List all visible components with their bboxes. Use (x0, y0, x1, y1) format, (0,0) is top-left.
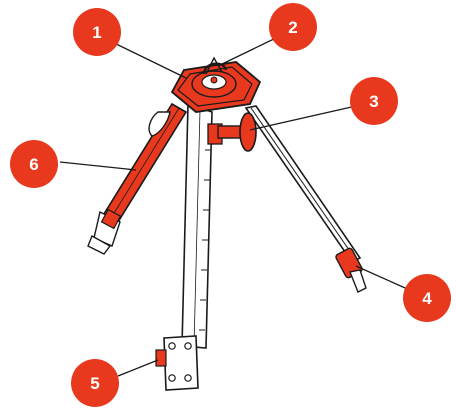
locking-knob (217, 112, 257, 152)
callout-number: 1 (92, 23, 101, 42)
callout-number: 2 (288, 18, 297, 37)
right-leg (244, 105, 367, 293)
callout-number: 3 (369, 92, 378, 111)
callout-3: 3 (350, 77, 398, 125)
tripod-head (170, 56, 262, 113)
right-leg-foot (335, 247, 367, 293)
callout-number: 6 (29, 155, 38, 174)
leader-line-6 (59, 161, 137, 171)
left-leg (87, 102, 188, 255)
callout-2: 2 (269, 3, 317, 51)
leader-line-3 (249, 105, 357, 131)
callout-5: 5 (71, 359, 119, 407)
callout-1: 1 (73, 8, 121, 56)
front-leg (155, 102, 223, 391)
callout-number: 4 (422, 289, 432, 308)
callout-4: 4 (403, 274, 451, 322)
leader-line-4 (355, 265, 415, 293)
front-leg-foot (155, 335, 199, 391)
callout-number: 5 (90, 374, 99, 393)
leader-line-1 (107, 39, 187, 79)
leader-lines (59, 35, 415, 377)
callout-6: 6 (10, 140, 58, 188)
leader-line-5 (117, 359, 159, 377)
left-leg-foot (87, 208, 122, 255)
leader-line-2 (217, 35, 281, 67)
front-leg-scale (199, 149, 211, 331)
